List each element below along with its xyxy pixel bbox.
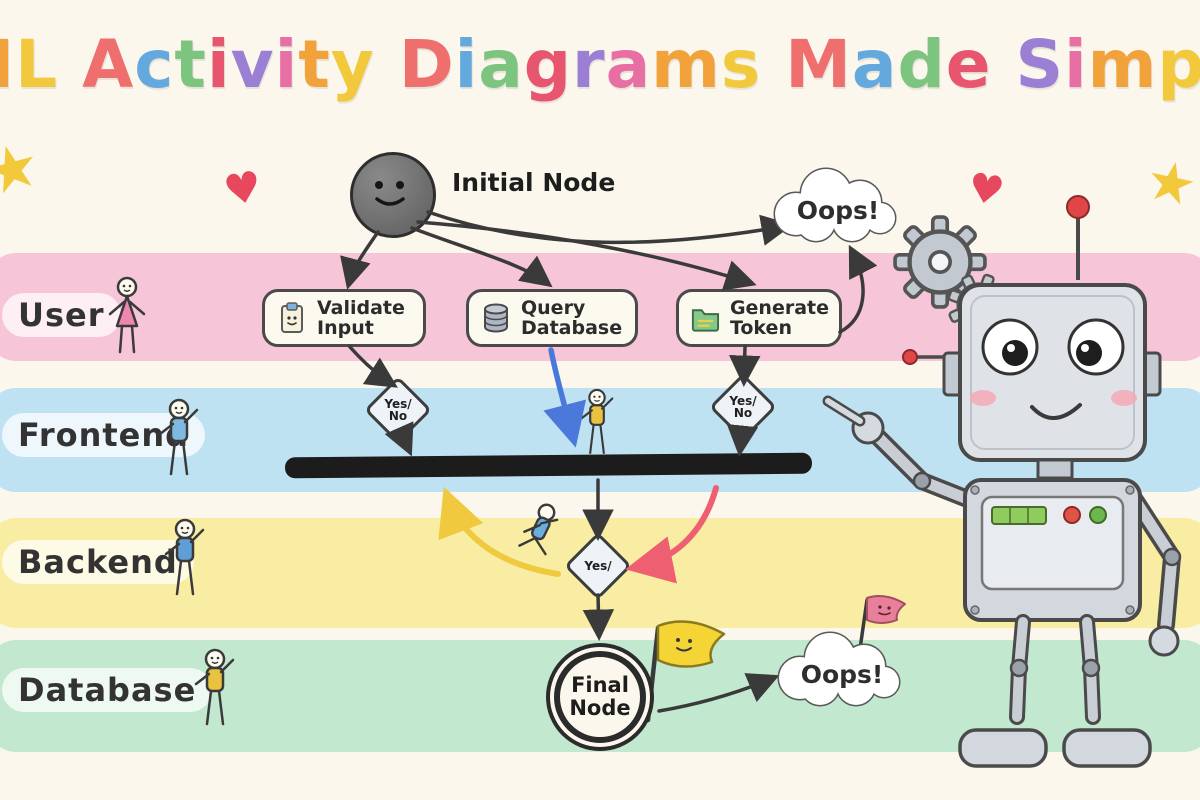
lane-label-user: User bbox=[2, 293, 121, 337]
decision-label: No bbox=[388, 409, 408, 423]
robot-foot bbox=[1062, 728, 1152, 768]
robot-head bbox=[958, 283, 1147, 462]
smiley-face-icon bbox=[375, 181, 405, 206]
final-node-label: Final bbox=[571, 673, 629, 697]
decision-diamond-2: Yes/ No bbox=[709, 373, 777, 441]
panel-screen bbox=[991, 506, 1047, 525]
initial-node-label: Initial Node bbox=[452, 168, 616, 197]
decision-label: Yes/ bbox=[384, 397, 412, 411]
star-icon: ★ bbox=[0, 126, 48, 211]
final-node-label: Node bbox=[569, 696, 631, 720]
panel-button-red bbox=[1063, 506, 1081, 524]
activity-label: Query bbox=[521, 297, 586, 319]
decision-diamond-3: Yes/ bbox=[564, 532, 632, 600]
robot-hand bbox=[1148, 625, 1180, 657]
heart-icon: ♥ bbox=[219, 161, 266, 216]
oops-cloud-bottom: Oops! bbox=[777, 631, 901, 707]
token-folder-icon bbox=[691, 309, 720, 332]
panel-button-green bbox=[1089, 506, 1107, 524]
activity-query-database: Query Database bbox=[466, 289, 638, 347]
antenna-ball bbox=[1066, 195, 1090, 219]
activity-label: Generate bbox=[729, 297, 829, 319]
side-knob bbox=[902, 349, 918, 365]
arrow-initial-to-oops bbox=[426, 210, 793, 246]
decision-diamond-1: Yes/ No bbox=[364, 376, 432, 444]
activity-label: Input bbox=[317, 317, 374, 339]
robot-mascot bbox=[822, 195, 1182, 768]
initial-node bbox=[350, 152, 436, 238]
robot-smile bbox=[1030, 403, 1082, 420]
decision-label: Yes/ bbox=[584, 559, 612, 573]
stick-figure-user bbox=[108, 276, 146, 354]
activity-validate-input: Validate Input bbox=[262, 289, 426, 347]
page-title: UML Activity Diagrams Made Simple! bbox=[0, 26, 1200, 103]
stick-figure-frontend bbox=[158, 398, 199, 476]
database-icon bbox=[484, 303, 508, 333]
stick-figure-running bbox=[517, 500, 561, 557]
final-node: Final Node bbox=[546, 643, 654, 751]
stick-figure-waiting bbox=[579, 388, 614, 455]
robot-foot bbox=[958, 728, 1048, 768]
lane-label-backend: Backend bbox=[2, 540, 194, 584]
activity-label: Database bbox=[521, 317, 623, 339]
decision-label: Yes/ bbox=[729, 394, 757, 408]
decision-label: No bbox=[733, 406, 753, 420]
stick-figure-backend bbox=[164, 518, 205, 596]
lane-label-text: User bbox=[18, 296, 105, 334]
lane-label-text: Backend bbox=[18, 543, 178, 581]
pointing-finger bbox=[825, 398, 863, 424]
lane-label-database: Database bbox=[2, 668, 213, 712]
oops-text: Oops! bbox=[801, 660, 884, 689]
oops-cloud-top: Oops! bbox=[773, 167, 897, 243]
activity-generate-token: Generate Token bbox=[676, 289, 842, 347]
clipboard-icon bbox=[281, 302, 303, 333]
stick-figure-database bbox=[194, 648, 235, 726]
activity-label: Token bbox=[729, 317, 792, 339]
oops-text: Oops! bbox=[797, 196, 880, 225]
activity-label: Validate bbox=[317, 297, 405, 319]
lane-label-text: Database bbox=[18, 671, 197, 709]
